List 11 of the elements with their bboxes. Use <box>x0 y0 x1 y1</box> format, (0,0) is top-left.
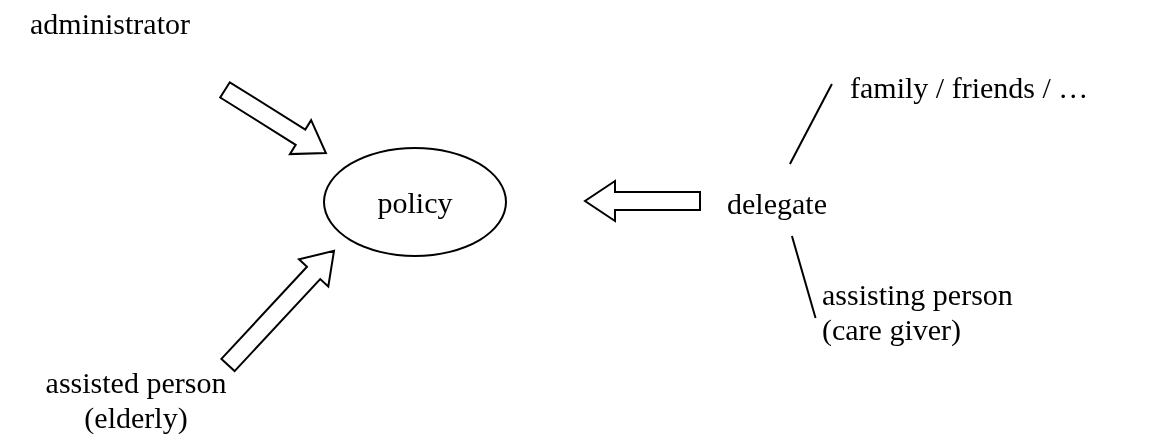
connector-line <box>790 235 817 319</box>
block-arrow <box>218 80 328 156</box>
node-label: assisting person (care giver) <box>822 277 1014 347</box>
block-arrow <box>220 249 336 373</box>
node-label: administrator <box>30 5 190 41</box>
ellipse-node: policy <box>323 147 507 257</box>
node-label: assisted person (elderly) <box>44 365 228 435</box>
connector-line <box>788 83 833 165</box>
node-label: family / friends / … <box>850 69 1089 105</box>
node-label: delegate <box>727 185 827 221</box>
block-arrow <box>583 179 701 223</box>
